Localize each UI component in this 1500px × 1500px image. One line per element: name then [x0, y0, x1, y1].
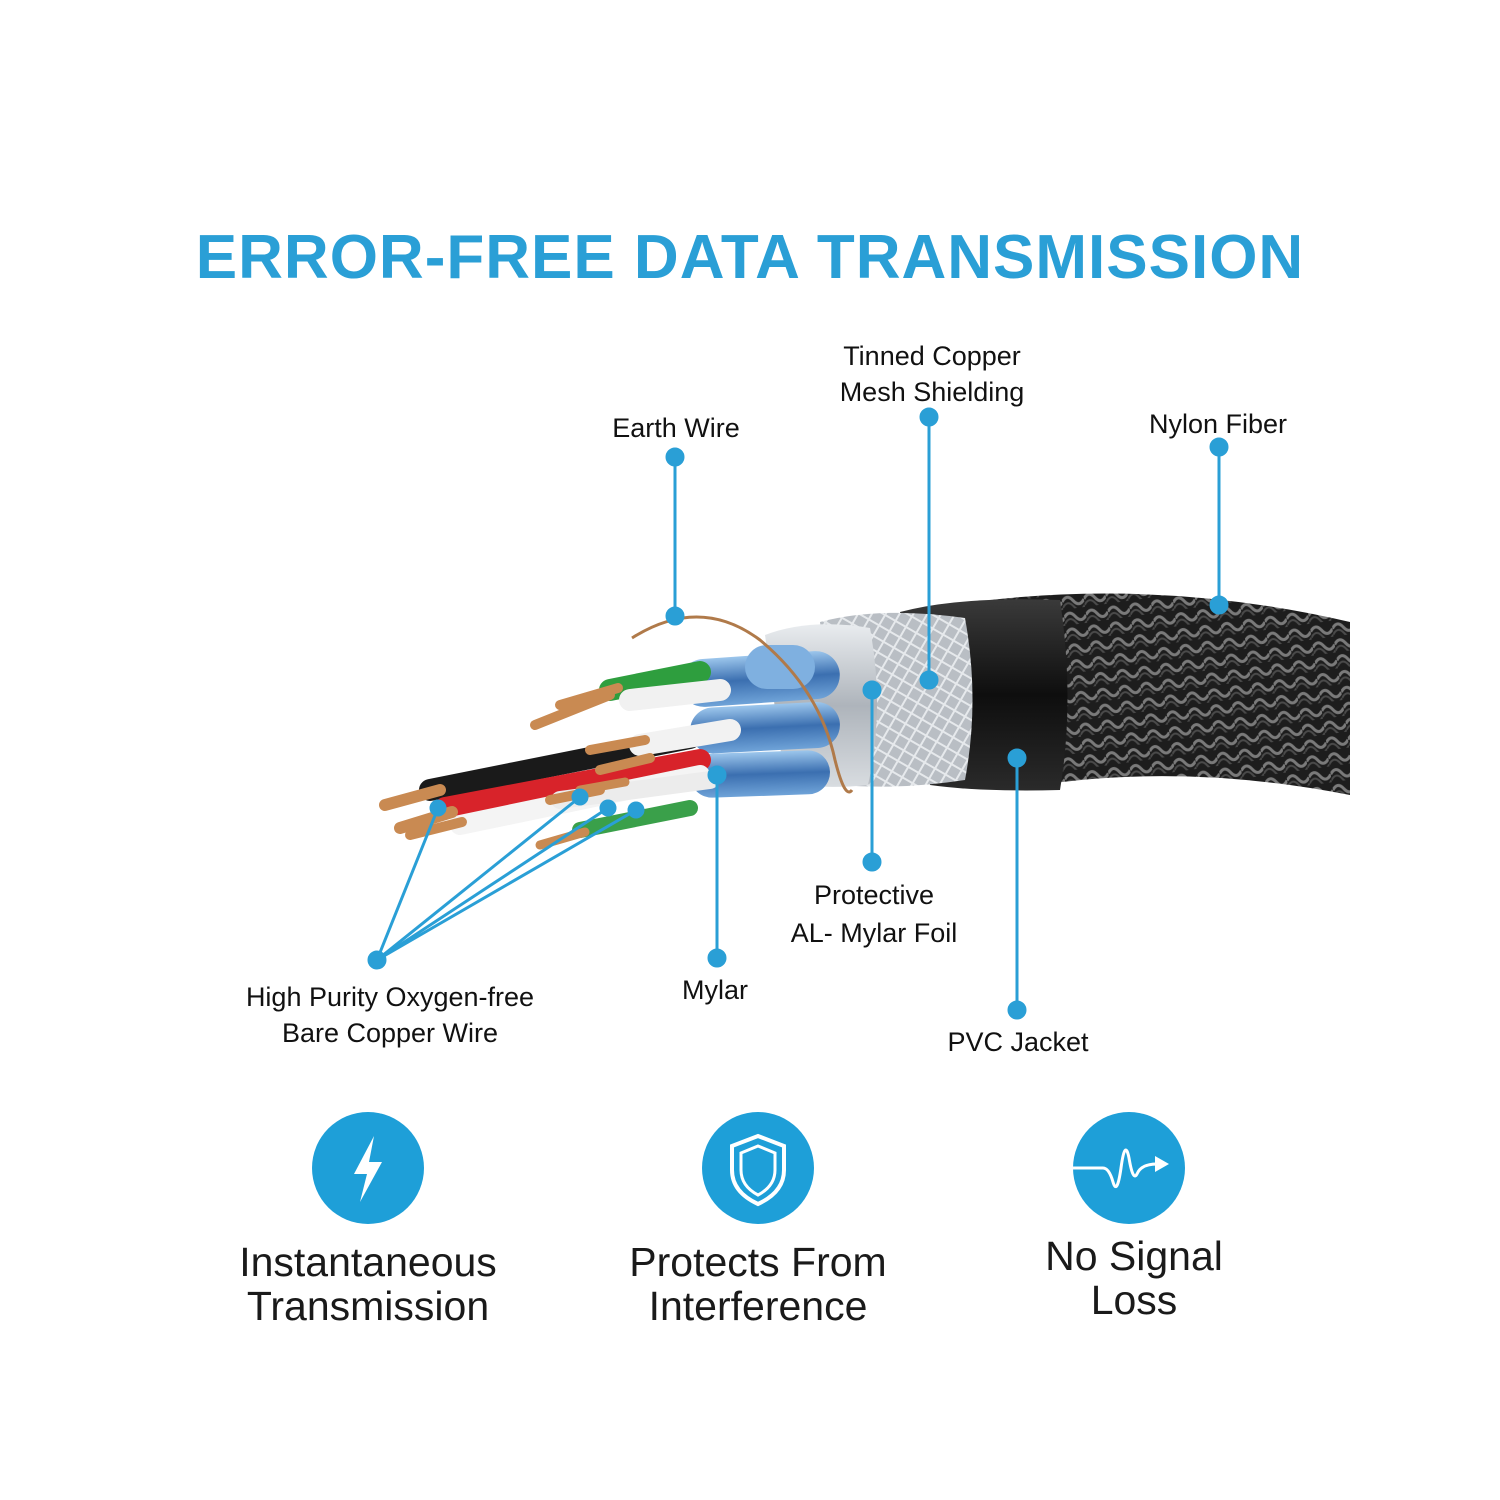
- label-nylon-fiber: Nylon Fiber: [1118, 406, 1318, 442]
- bare-copper-ends: [379, 683, 655, 850]
- label-line: Mesh Shielding: [839, 377, 1025, 407]
- nylon-braid-sleeve: [990, 593, 1350, 795]
- label-line: Mylar: [682, 975, 748, 1005]
- feature-line: Interference: [648, 1283, 868, 1329]
- shield-icon: [702, 1112, 814, 1224]
- label-line: Tinned Copper: [843, 341, 1021, 371]
- label-line: Nylon Fiber: [1148, 409, 1288, 439]
- feature-line: Protects From: [629, 1239, 887, 1285]
- feature-no-signal-loss: No Signal Loss: [984, 1234, 1284, 1322]
- label-protective-foil: Protective AL- Mylar Foil: [744, 876, 1004, 952]
- feature-line: No Signal: [1045, 1233, 1223, 1279]
- label-line: Earth Wire: [612, 413, 740, 443]
- earth-wire: [631, 615, 854, 794]
- feature-instantaneous-transmission: Instantaneous Transmission: [218, 1240, 518, 1328]
- label-pvc-jacket: PVC Jacket: [918, 1024, 1118, 1060]
- cable-cross-section-illustration: [367, 407, 1350, 1020]
- feature-line: Loss: [1090, 1277, 1178, 1323]
- feature-protects-from-interference: Protects From Interference: [608, 1240, 908, 1328]
- label-line: AL- Mylar Foil: [790, 918, 958, 948]
- label-mylar: Mylar: [655, 972, 775, 1008]
- label-line: PVC Jacket: [947, 1027, 1089, 1057]
- signal-wave-icon: [1073, 1112, 1185, 1224]
- label-tinned-copper-mesh-shielding: Tinned Copper Mesh Shielding: [782, 338, 1082, 410]
- lightning-bolt-icon: [312, 1112, 424, 1224]
- feature-line: Transmission: [246, 1283, 490, 1329]
- callout-lines: [367, 407, 1229, 1020]
- label-line: Protective: [813, 880, 935, 910]
- label-copper-wire: High Purity Oxygen-free Bare Copper Wire: [200, 979, 580, 1051]
- page-title: ERROR-FREE DATA TRANSMISSION: [195, 223, 1305, 292]
- label-line: High Purity Oxygen-free: [245, 982, 535, 1012]
- feature-line: Instantaneous: [239, 1239, 497, 1285]
- label-earth-wire: Earth Wire: [576, 410, 776, 446]
- label-line: Bare Copper Wire: [281, 1018, 499, 1048]
